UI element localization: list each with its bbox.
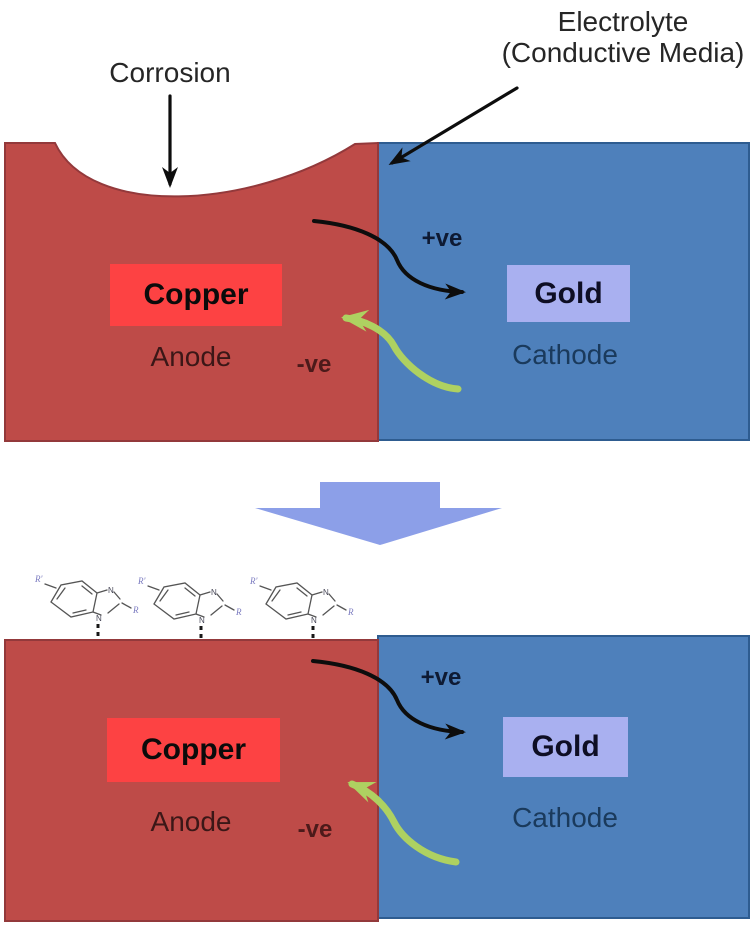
copper-chip-bottom: Copper [107, 718, 280, 782]
inhibitor-molecule-2: N N R R' [137, 576, 242, 641]
cathode-label-bottom: Cathode [512, 802, 618, 833]
nitrogen-label: N [199, 616, 205, 625]
nitrogen-label: N [96, 614, 102, 623]
substituent-bonds [44, 583, 132, 609]
r-prime-group-label: R' [249, 576, 258, 586]
inhibitor-molecule-3: N N R R' [249, 576, 354, 641]
imidazole-ring [307, 591, 336, 618]
substituent-bonds [259, 585, 347, 611]
inhibitor-molecule-1: N N R R' [34, 574, 139, 639]
cathode-label-top: Cathode [512, 339, 618, 370]
electrolyte-arrow [388, 86, 519, 166]
positive-charge-label-bottom: +ve [420, 664, 462, 691]
benzene-ring [50, 580, 98, 618]
negative-charge-label-bottom: -ve [297, 816, 333, 843]
gold-chip-top: Gold [507, 265, 630, 322]
double-bonds [56, 585, 93, 614]
gold-chip-bottom-label: Gold [531, 730, 600, 763]
positive-current-arrow-bottom [311, 659, 466, 740]
negative-current-arrow-top [341, 309, 462, 393]
imidazole-ring [195, 591, 224, 618]
r-prime-group-label: R' [34, 574, 43, 584]
double-bonds [159, 587, 196, 616]
substituent-bonds [147, 585, 235, 611]
benzene-ring [265, 582, 313, 620]
nitrogen-label: N [311, 616, 317, 625]
gold-chip-top-label: Gold [534, 276, 603, 310]
positive-current-arrow-top [312, 219, 466, 300]
r-prime-group-label: R' [137, 576, 146, 586]
double-bonds [271, 587, 308, 616]
imidazole-ring [92, 589, 121, 616]
nitrogen-label: N [323, 588, 329, 597]
gold-cathode-block-bottom [377, 635, 750, 919]
gold-chip-bottom: Gold [503, 717, 628, 777]
benzene-ring [153, 582, 201, 620]
electrolyte-label: Electrolyte (Conductive Media) [502, 6, 745, 68]
copper-chip-top-label: Copper [143, 278, 249, 311]
electrolyte-label-line1: Electrolyte [557, 6, 689, 37]
negative-current-arrow-bottom [347, 780, 460, 866]
r-group-label: R [347, 607, 354, 617]
positive-charge-label-top: +ve [421, 225, 463, 252]
anode-label-bottom: Anode [150, 806, 232, 837]
r-group-label: R [235, 607, 242, 617]
nitrogen-label: N [108, 586, 114, 595]
transformation-down-arrow [255, 482, 502, 545]
r-group-label: R [132, 605, 139, 615]
negative-charge-label-top: -ve [296, 351, 332, 378]
copper-chip-bottom-label: Copper [141, 733, 246, 766]
electrolyte-label-line2: (Conductive Media) [501, 37, 745, 68]
nitrogen-label: N [211, 588, 217, 597]
anode-label-top: Anode [150, 341, 232, 372]
copper-chip-top: Copper [110, 264, 282, 326]
corrosion-label: Corrosion [109, 57, 231, 88]
